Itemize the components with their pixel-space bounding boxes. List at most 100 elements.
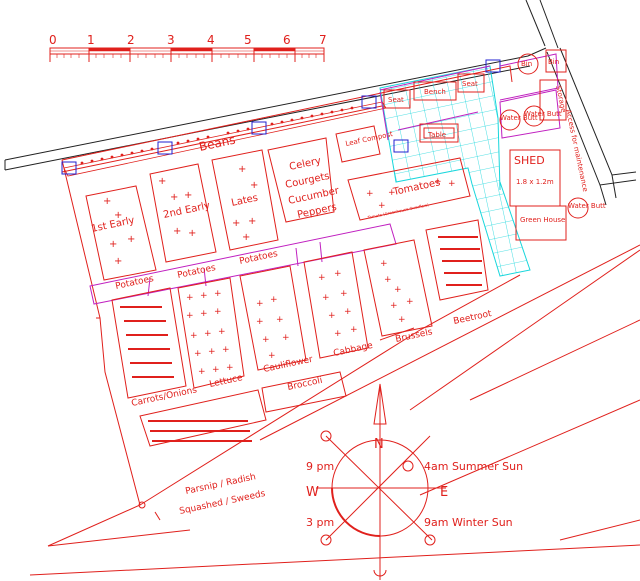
svg-text:+: +: [390, 301, 398, 311]
svg-text:+: +: [190, 331, 198, 341]
svg-text:+: +: [198, 367, 206, 377]
compass-e: E: [440, 485, 448, 500]
svg-text:+: +: [127, 234, 135, 245]
potatoes-label-2: Potatoes: [177, 263, 217, 281]
svg-text:+: +: [256, 317, 264, 327]
lates-label: Lates: [230, 193, 259, 209]
svg-text:+: +: [114, 256, 122, 267]
summer-sun-label: 4am Summer Sun: [424, 460, 523, 473]
svg-text:+: +: [270, 295, 278, 305]
svg-text:+: +: [334, 269, 342, 279]
svg-text:+: +: [218, 327, 226, 337]
svg-text:+: +: [186, 293, 194, 303]
tomato-sub-label: Tomato (Greenhouse Overflow): [366, 202, 429, 220]
svg-text:+: +: [208, 347, 216, 357]
seat-label-2: Seat: [462, 80, 478, 88]
paved-area: [379, 65, 531, 277]
scale-bar: 0 1 2 3 4 5 6 7: [49, 33, 327, 62]
svg-text:+: +: [262, 335, 270, 345]
access-label: Access for maintenance: [564, 109, 589, 193]
svg-text:+: +: [214, 289, 222, 299]
svg-text:+: +: [344, 307, 352, 317]
broccoli-label: Broccoli: [287, 376, 324, 393]
scale-tick-2: 2: [127, 33, 135, 47]
tomato-bed: [347, 157, 471, 221]
svg-text:+: +: [103, 196, 111, 207]
potatoes-label-3: Potatoes: [239, 249, 279, 267]
lower-beds: [111, 219, 489, 447]
winter-sun-label: 9am Winter Sun: [424, 516, 513, 529]
svg-text:+: +: [250, 180, 258, 191]
peppers-label: Peppers: [296, 202, 337, 221]
beetroot-label: Beetroot: [453, 309, 494, 327]
svg-text:+: +: [448, 179, 456, 189]
leaf-compost-bin: [335, 125, 381, 163]
svg-text:+: +: [222, 345, 230, 355]
table-label: Table: [427, 131, 446, 139]
early2-label: 2nd Early: [162, 200, 211, 221]
scale-tick-4: 4: [207, 33, 215, 47]
svg-text:+: +: [109, 239, 117, 250]
celery-label: Celery: [288, 155, 322, 172]
scale-tick-5: 5: [244, 33, 252, 47]
scale-tick-3: 3: [167, 33, 175, 47]
garden-outline: [29, 65, 640, 576]
celery-bed: [267, 137, 335, 223]
shed-size-label: 1.8 x 1.2m: [516, 178, 554, 186]
svg-text:+: +: [186, 311, 194, 321]
svg-text:+: +: [248, 216, 256, 227]
svg-text:+: +: [276, 315, 284, 325]
svg-text:+: +: [114, 210, 122, 221]
svg-text:+: +: [256, 299, 264, 309]
bin-label-1: Bin: [521, 60, 532, 68]
cabbage-label: Cabbage: [333, 341, 375, 359]
svg-text:+: +: [318, 273, 326, 283]
svg-text:+: +: [394, 285, 402, 295]
beans-label: Beans: [198, 133, 237, 154]
svg-text:+: +: [388, 188, 396, 198]
compass-n: N: [374, 437, 384, 452]
svg-text:+: +: [380, 259, 388, 269]
svg-text:+: +: [194, 349, 202, 359]
svg-text:+: +: [322, 293, 330, 303]
svg-text:+: +: [242, 232, 250, 243]
svg-text:+: +: [406, 297, 414, 307]
potato-beds: [85, 149, 279, 281]
svg-text:+: +: [188, 228, 196, 239]
svg-text:+: +: [398, 315, 406, 325]
bench-label: Bench: [424, 88, 446, 96]
scale-tick-7: 7: [319, 33, 327, 47]
svg-text:+: +: [340, 289, 348, 299]
scale-tick-0: 0: [49, 33, 57, 47]
vegetable-plants: +++ +++ +++ +++ +++ ++++ +++ ++++ ++++ +…: [186, 259, 414, 377]
svg-text:+: +: [200, 291, 208, 301]
svg-text:+: +: [232, 218, 240, 229]
seed-rows: [120, 236, 482, 442]
tomato-plants: +++++: [366, 177, 456, 211]
greenhouse-label: Green House: [520, 216, 565, 224]
bin-label-2: Bin: [548, 58, 559, 66]
water-butt-label-3: Water Butt: [568, 202, 606, 210]
scale-tick-1: 1: [87, 33, 95, 47]
svg-text:+: +: [200, 309, 208, 319]
svg-text:+: +: [334, 329, 342, 339]
water-butt-label-2: Water Butt: [524, 110, 562, 118]
svg-text:+: +: [214, 307, 222, 317]
lettuce-label: Lettuce: [209, 373, 244, 390]
svg-text:+: +: [350, 325, 358, 335]
svg-text:+: +: [170, 192, 178, 203]
svg-text:+: +: [173, 226, 181, 237]
compass-w: W: [306, 485, 319, 500]
svg-text:+: +: [238, 164, 246, 175]
svg-text:+: +: [384, 275, 392, 285]
potato-plants: +++++ +++++ +++++: [103, 164, 258, 267]
svg-text:+: +: [434, 177, 442, 187]
svg-text:+: +: [378, 201, 386, 211]
three-pm-label: 3 pm: [306, 516, 334, 529]
shed-label: SHED: [514, 154, 545, 167]
svg-text:+: +: [328, 311, 336, 321]
svg-text:+: +: [212, 365, 220, 375]
svg-text:+: +: [268, 351, 276, 361]
svg-text:+: +: [204, 329, 212, 339]
